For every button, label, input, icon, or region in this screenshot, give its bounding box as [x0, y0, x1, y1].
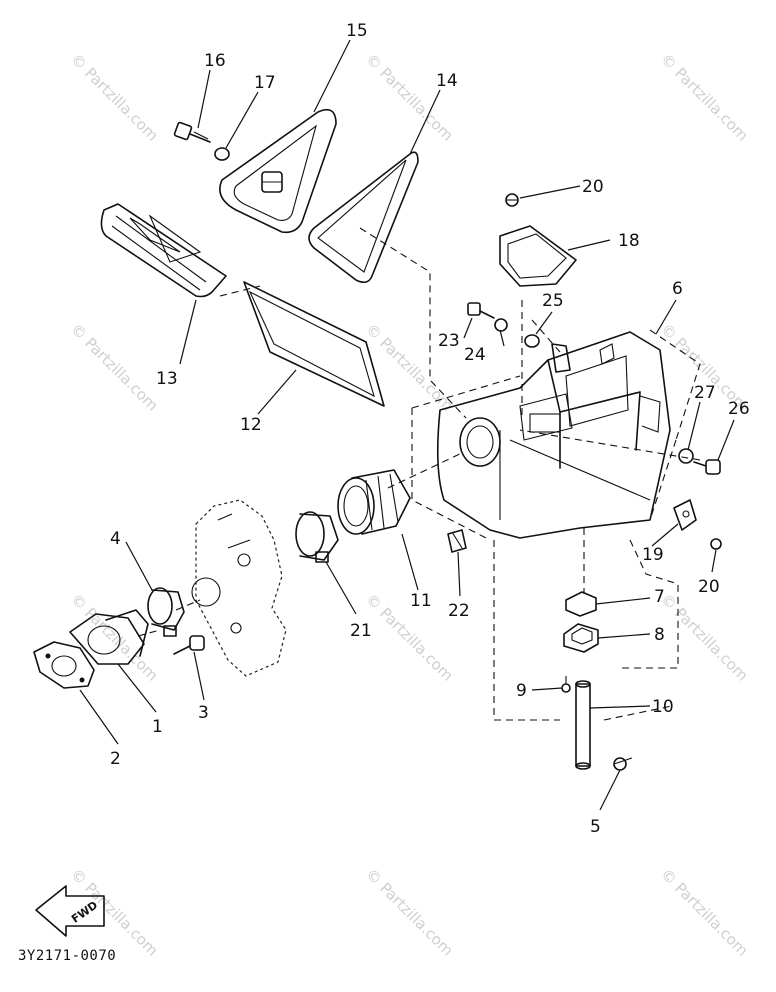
watermark: © Partzilla.com: [67, 50, 162, 145]
part-18-cover: [499, 225, 577, 287]
part-19-bracket: [673, 499, 697, 531]
callout-5: 5: [590, 817, 601, 837]
part-2-gasket: [33, 641, 95, 689]
part-20-screw-top: [505, 193, 519, 207]
part-26-bolt: [693, 459, 721, 475]
watermark: © Partzilla.com: [657, 50, 752, 145]
callout-4: 4: [110, 529, 121, 549]
callout-7: 7: [654, 587, 665, 607]
callout-3: 3: [198, 703, 209, 723]
part-1-carburetor-joint: [69, 609, 149, 665]
engine-case-outline: [191, 499, 287, 677]
callout-17: 17: [254, 73, 276, 93]
callout-6: 6: [672, 279, 683, 299]
part-8-plug: [563, 623, 599, 653]
callout-14: 14: [436, 71, 458, 91]
part-12-element: [243, 281, 385, 407]
part-11-joint: [337, 469, 411, 535]
part-20-screw-bottom: [710, 538, 722, 550]
callout-11: 11: [410, 591, 432, 611]
callout-22: 22: [448, 601, 470, 621]
callout-18: 18: [618, 231, 640, 251]
part-22-damper: [447, 529, 467, 553]
callout-19: 19: [642, 545, 664, 565]
part-23-bolt: [467, 302, 495, 319]
fwd-label: FWD: [69, 899, 100, 926]
watermark: © Partzilla.com: [362, 50, 457, 145]
callout-9: 9: [516, 681, 527, 701]
part-6-air-filter-case: [436, 331, 671, 539]
drawing-code: 3Y2171-0070: [18, 948, 116, 964]
assembly-lines: [137, 227, 701, 721]
callout-24: 24: [464, 345, 486, 365]
watermark-layer: © Partzilla.com © Partzilla.com © Partzi…: [67, 50, 752, 960]
callout-25: 25: [542, 291, 564, 311]
part-25-washer: [524, 334, 540, 348]
part-7-cap: [565, 591, 597, 617]
callout-labels: 1 2 3 4 5 6 7 8 9 10 11 12 13 14 15 16 1…: [110, 21, 750, 837]
part-14-gasket: [308, 151, 419, 284]
part-10-drain-hose: [575, 680, 591, 770]
part-5-clip: [613, 757, 633, 771]
callout-21: 21: [350, 621, 372, 641]
part-27-washer: [678, 448, 694, 464]
part-4-band: [147, 587, 185, 637]
part-3-bolt: [173, 635, 205, 655]
part-16-bolt: [173, 121, 211, 143]
callout-20-top: 20: [582, 177, 604, 197]
watermark: © Partzilla.com: [362, 865, 457, 960]
callout-16: 16: [204, 51, 226, 71]
part-13-element-guide: [100, 203, 227, 298]
callout-1: 1: [152, 717, 163, 737]
part-15-filter-cap: [219, 108, 337, 234]
part-9-screw: [561, 676, 571, 693]
callout-20-bottom: 20: [698, 577, 720, 597]
callout-27: 27: [694, 383, 716, 403]
callout-2: 2: [110, 749, 121, 769]
callout-26: 26: [728, 399, 750, 419]
leader-lines: [79, 39, 735, 811]
part-21-band: [295, 511, 339, 563]
callout-15: 15: [346, 21, 368, 41]
part-24-washer: [494, 318, 508, 332]
watermark: © Partzilla.com: [67, 320, 162, 415]
callout-12: 12: [240, 415, 262, 435]
part-17-washer: [214, 147, 230, 161]
watermark: © Partzilla.com: [657, 590, 752, 685]
callout-13: 13: [156, 369, 178, 389]
callout-10: 10: [652, 697, 674, 717]
callout-23: 23: [438, 331, 460, 351]
callout-8: 8: [654, 625, 665, 645]
watermark: © Partzilla.com: [657, 865, 752, 960]
